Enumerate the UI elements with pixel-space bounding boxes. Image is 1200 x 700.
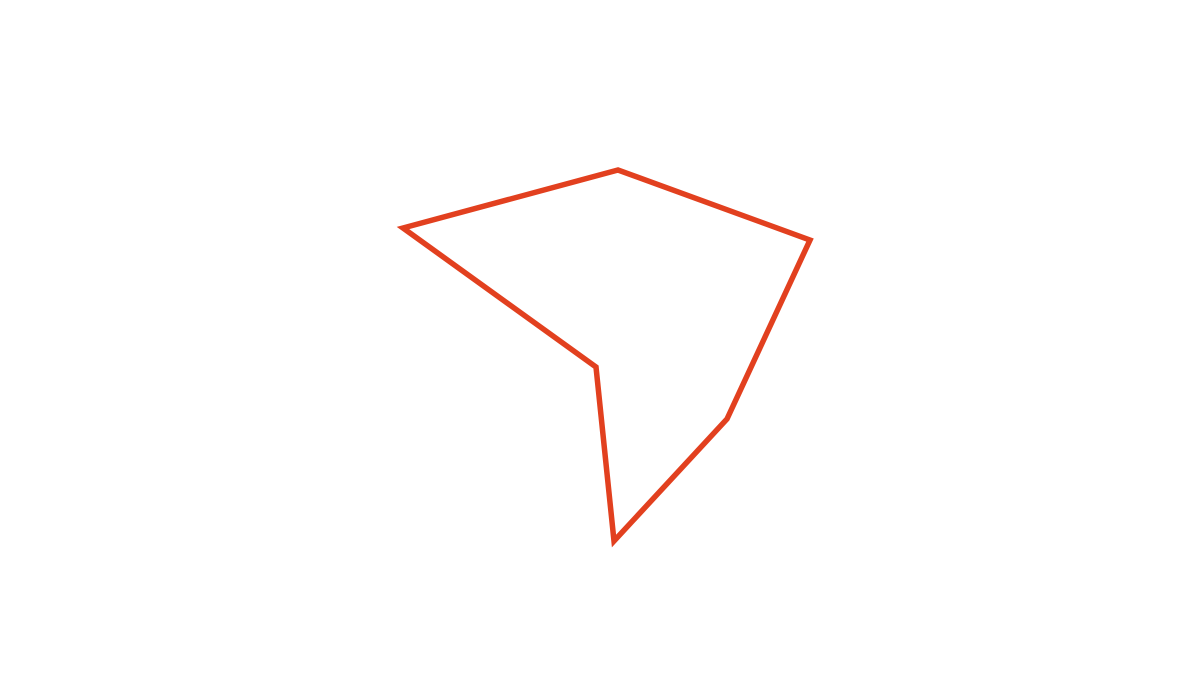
red-polygon-outline [396,167,814,548]
